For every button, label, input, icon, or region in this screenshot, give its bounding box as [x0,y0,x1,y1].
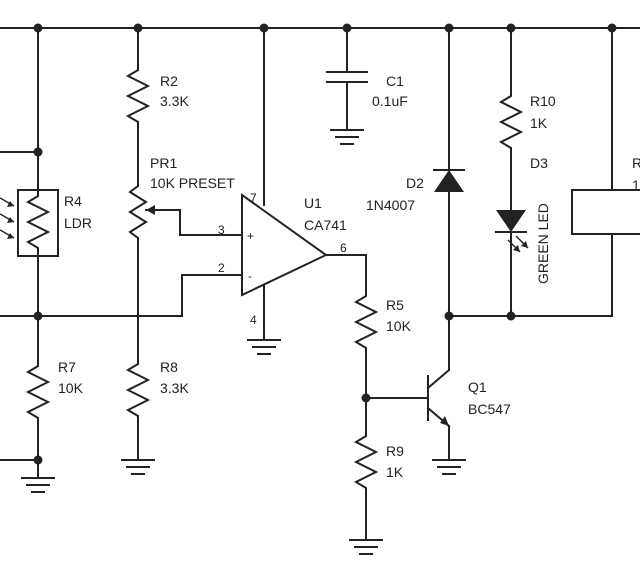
opamp-u1 [241,23,367,355]
pin-2-label: 2 [218,261,225,275]
q1-ref-label: Q1 [468,379,487,395]
d3-ref-label: D3 [530,155,548,171]
inverting-sign: - [248,269,252,283]
ground-symbol [349,539,383,555]
r7-ref-label: R7 [58,359,76,375]
ground-symbol [21,477,55,493]
pr1-ref-label: PR1 [150,155,177,171]
c1-value-label: 0.1uF [372,93,408,109]
d2-value-label: 1N4007 [366,197,415,213]
pin-3-label: 3 [218,223,225,237]
r7-value-label: 10K [58,380,84,396]
pin-6-label: 6 [340,241,347,255]
r9-value-label: 1K [386,464,404,480]
r4-value-label: LDR [64,215,92,231]
relay-ref-label: R [632,155,640,171]
diode-d2 [433,23,465,321]
relay-coil [571,23,640,317]
transistor-q1 [426,315,466,475]
ground-symbol [121,459,155,475]
base-divider [349,289,429,555]
r8-value-label: 3.3K [160,380,189,396]
capacitor-c1 [326,23,368,145]
r10-ref-label: R10 [530,93,556,109]
ground-symbol [247,339,281,355]
ground-symbol [432,459,466,475]
r2-ref-label: R2 [160,73,178,89]
d2-ref-label: D2 [406,175,424,191]
u1-value-label: CA741 [304,217,347,233]
r4-ref-label: R4 [64,193,82,209]
inverting-input-wire [181,274,241,317]
noninverting-sign: + [247,229,254,243]
r9-ref-label: R9 [386,443,404,459]
preset-branch [121,23,241,475]
pin-7-label: 7 [250,191,257,205]
c1-ref-label: C1 [386,73,404,89]
r2-value-label: 3.3K [160,93,189,109]
pin-4-label: 4 [250,313,257,327]
led-branch [448,23,613,321]
ldr-branch [0,23,183,493]
pr1-value-label: 10K PRESET [150,175,235,191]
relay-value-label: 1 [632,177,640,193]
light-emission-arrows-icon [507,235,529,253]
u1-ref-label: U1 [304,195,322,211]
d3-value-label: GREEN LED [535,203,551,284]
r10-value-label: 1K [530,115,548,131]
light-arrows-icon [0,197,15,239]
r8-ref-label: R8 [160,359,178,375]
ground-symbol [330,129,364,145]
r5-ref-label: R5 [386,297,404,313]
q1-value-label: BC547 [468,401,511,417]
r5-value-label: 10K [386,318,412,334]
